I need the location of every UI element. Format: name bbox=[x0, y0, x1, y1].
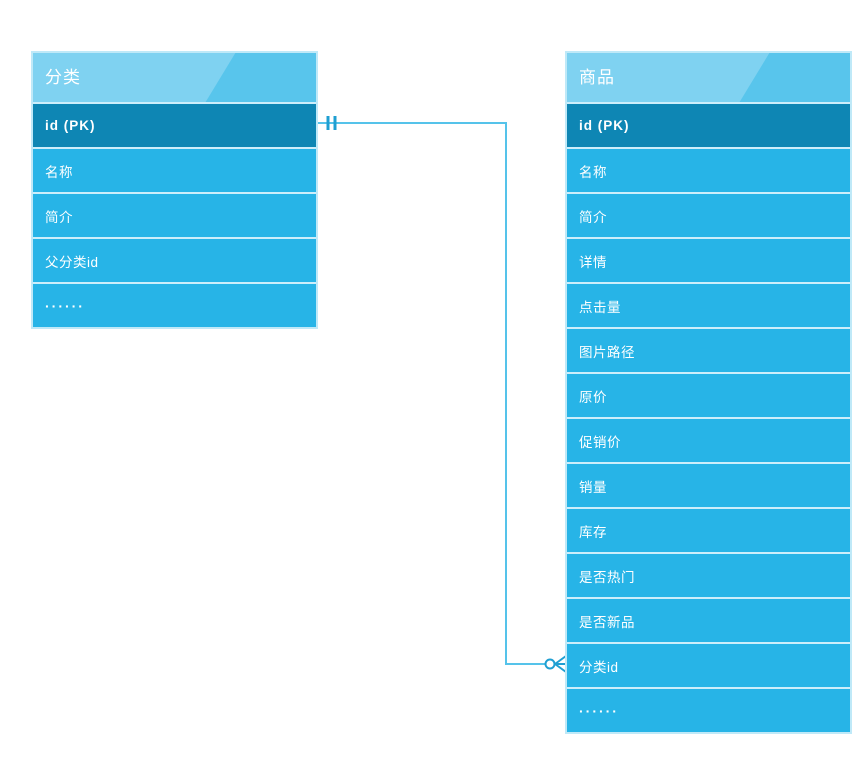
field-row-product-sales[interactable]: 销量 bbox=[567, 462, 850, 507]
field-row-category-id-pk[interactable]: id (PK) bbox=[33, 102, 316, 147]
field-label: ······ bbox=[45, 297, 85, 314]
field-row-product-ellipsis[interactable]: ······ bbox=[567, 687, 850, 732]
field-row-product-category-id[interactable]: 分类id bbox=[567, 642, 850, 687]
field-row-product-is-new[interactable]: 是否新品 bbox=[567, 597, 850, 642]
field-label: 库存 bbox=[579, 524, 607, 540]
entity-product-header[interactable]: 商品 bbox=[567, 53, 850, 102]
field-row-product-stock[interactable]: 库存 bbox=[567, 507, 850, 552]
relationship-line[interactable] bbox=[318, 122, 545, 665]
field-label: 是否新品 bbox=[579, 614, 635, 630]
field-label: 详情 bbox=[579, 254, 607, 270]
field-label: 名称 bbox=[579, 164, 607, 180]
field-label: 简介 bbox=[579, 209, 607, 225]
field-row-product-intro[interactable]: 简介 bbox=[567, 192, 850, 237]
field-row-category-name[interactable]: 名称 bbox=[33, 147, 316, 192]
field-label: 简介 bbox=[45, 209, 73, 225]
entity-category-header[interactable]: 分类 bbox=[33, 53, 316, 102]
field-label: 分类id bbox=[579, 659, 619, 675]
field-row-product-promo-price[interactable]: 促销价 bbox=[567, 417, 850, 462]
cardinality-one-marker bbox=[326, 116, 337, 130]
field-row-product-is-hot[interactable]: 是否热门 bbox=[567, 552, 850, 597]
field-row-product-detail[interactable]: 详情 bbox=[567, 237, 850, 282]
field-row-product-name[interactable]: 名称 bbox=[567, 147, 850, 192]
field-label: id (PK) bbox=[45, 118, 96, 133]
field-row-product-id-pk[interactable]: id (PK) bbox=[567, 102, 850, 147]
field-row-product-image-path[interactable]: 图片路径 bbox=[567, 327, 850, 372]
field-label: ······ bbox=[579, 702, 619, 719]
zero-ring-icon bbox=[544, 658, 556, 670]
field-row-product-original-price[interactable]: 原价 bbox=[567, 372, 850, 417]
entity-title: 分类 bbox=[45, 68, 81, 87]
field-row-product-clicks[interactable]: 点击量 bbox=[567, 282, 850, 327]
field-row-category-ellipsis[interactable]: ······ bbox=[33, 282, 316, 327]
field-row-category-parent-id[interactable]: 父分类id bbox=[33, 237, 316, 282]
field-label: 原价 bbox=[579, 389, 607, 405]
crow-foot-icon bbox=[554, 655, 567, 673]
field-label: id (PK) bbox=[579, 118, 630, 133]
field-label: 图片路径 bbox=[579, 344, 635, 360]
cardinality-zero-or-many-marker bbox=[544, 655, 567, 673]
field-label: 名称 bbox=[45, 164, 73, 180]
field-row-category-intro[interactable]: 简介 bbox=[33, 192, 316, 237]
field-label: 父分类id bbox=[45, 254, 99, 270]
field-label: 销量 bbox=[579, 479, 607, 495]
field-label: 点击量 bbox=[579, 299, 621, 315]
entity-title: 商品 bbox=[579, 68, 615, 87]
field-label: 促销价 bbox=[579, 434, 621, 450]
entity-category-table[interactable]: 分类 id (PK) 名称 简介 父分类id ······ bbox=[31, 51, 318, 329]
entity-product-table[interactable]: 商品 id (PK) 名称 简介 详情 点击量 图片路径 原价 促销价 销量 库 bbox=[565, 51, 852, 734]
field-label: 是否热门 bbox=[579, 569, 635, 585]
